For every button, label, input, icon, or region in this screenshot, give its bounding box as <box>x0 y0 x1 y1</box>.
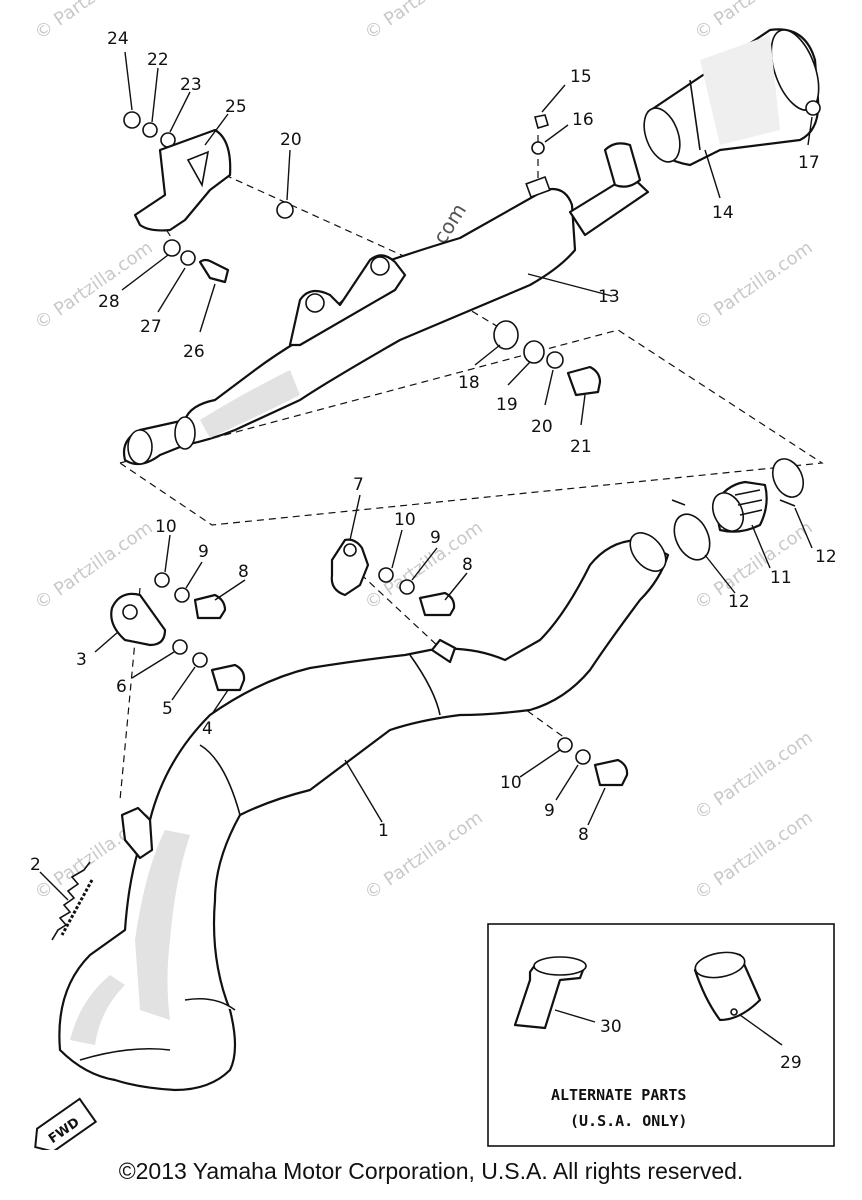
callout-17: 17 <box>798 153 820 173</box>
callout-25: 25 <box>225 97 247 117</box>
callout-13: 13 <box>598 287 620 307</box>
alternate-parts-inset: 30 29 ALTERNATE PARTS (U.S.A. ONLY) <box>487 923 835 1147</box>
callout-30: 30 <box>600 1017 622 1037</box>
spring <box>51 861 91 941</box>
callout-20b: 20 <box>531 417 553 437</box>
leader-lines <box>39 51 813 901</box>
callout-10: 10 <box>155 517 177 537</box>
watermark: © Partzilla.com <box>31 237 157 334</box>
callout-16: 16 <box>572 110 594 130</box>
watermark: © Partzilla.com <box>691 727 817 824</box>
watermark: © Partzilla.com <box>691 807 817 904</box>
alternate-parts-title: ALTERNATE PARTS <box>551 1086 686 1104</box>
copyright-notice: ©2013 Yamaha Motor Corporation, U.S.A. A… <box>118 1158 744 1184</box>
callout-24: 24 <box>107 29 129 49</box>
callout-6: 6 <box>116 677 127 697</box>
callout-19: 19 <box>496 395 518 415</box>
callout-2: 2 <box>30 855 41 875</box>
callout-22: 22 <box>147 50 169 70</box>
callout-7: 7 <box>353 475 364 495</box>
callout-4: 4 <box>202 719 213 739</box>
callout-26: 26 <box>183 342 205 362</box>
callout-numbers: 24 22 23 25 20 15 16 17 14 13 28 27 26 1… <box>30 29 837 875</box>
callout-9: 9 <box>198 542 209 562</box>
callout-8c: 8 <box>578 825 589 845</box>
callout-21: 21 <box>570 437 592 457</box>
watermark: © Partzilla.com <box>691 517 817 614</box>
muffler-assembly <box>122 28 820 466</box>
callout-10c: 10 <box>500 773 522 793</box>
callout-20: 20 <box>280 130 302 150</box>
callout-29: 29 <box>780 1053 802 1073</box>
callout-10b: 10 <box>394 510 416 530</box>
callout-3: 3 <box>76 650 87 670</box>
callout-14: 14 <box>712 203 734 223</box>
upper-bracket-hardware <box>123 100 821 397</box>
exhaust-pipe <box>58 532 670 1092</box>
watermark: © Partzilla.com <box>361 0 487 44</box>
callout-23: 23 <box>180 75 202 95</box>
fwd-arrow-icon: FWD <box>34 1097 98 1150</box>
callout-12: 12 <box>815 547 837 567</box>
exhaust-parts-diagram: © Partzilla.com © Partzilla.com © Partzi… <box>30 0 837 1150</box>
callout-18: 18 <box>458 373 480 393</box>
callout-5: 5 <box>162 699 173 719</box>
callout-8: 8 <box>238 562 249 582</box>
pipe-mounting-hardware <box>110 538 629 787</box>
joint-clamps <box>671 458 805 561</box>
callout-1: 1 <box>378 821 389 841</box>
watermark: © Partzilla.com <box>691 237 817 334</box>
callout-9c: 9 <box>544 801 555 821</box>
alternate-parts-subtitle: (U.S.A. ONLY) <box>570 1112 687 1130</box>
callout-11: 11 <box>770 568 792 588</box>
watermark: © Partzilla.com <box>31 0 157 44</box>
callout-15: 15 <box>570 67 592 87</box>
callout-28: 28 <box>98 292 120 312</box>
callout-12b: 12 <box>728 592 750 612</box>
callout-27: 27 <box>140 317 162 337</box>
callout-9b: 9 <box>430 528 441 548</box>
callout-8b: 8 <box>462 555 473 575</box>
